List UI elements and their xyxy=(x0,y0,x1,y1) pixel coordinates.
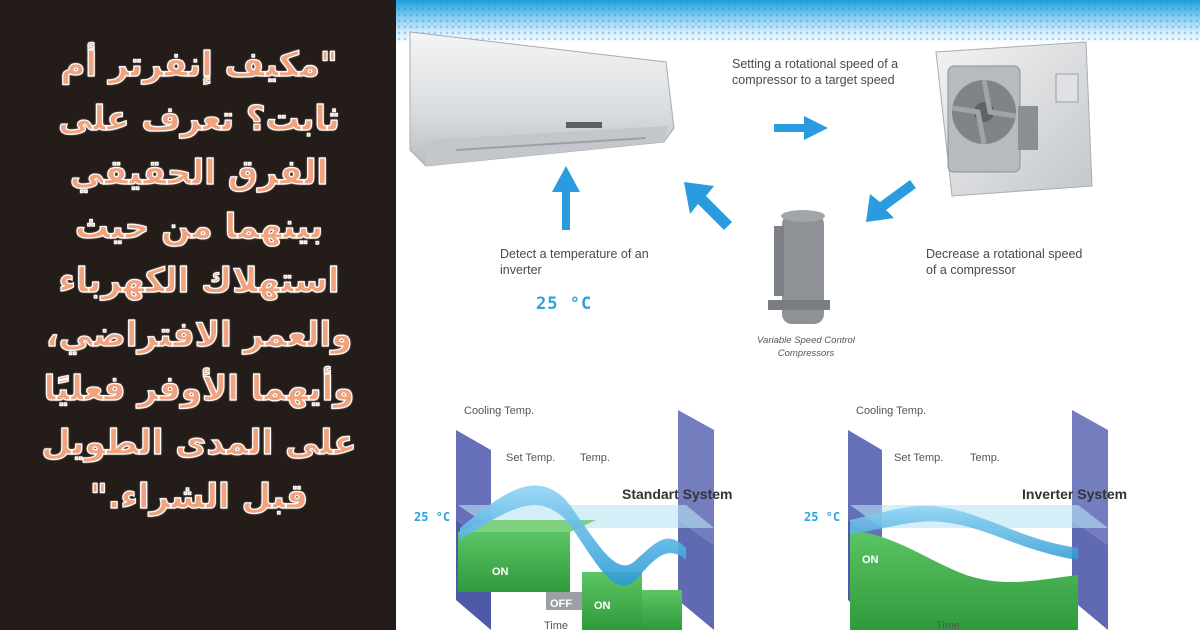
inverter-set-temp-label: Set Temp. xyxy=(894,452,944,464)
inverter-time-label: Time xyxy=(936,620,961,630)
standard-system-chart xyxy=(456,410,714,630)
headline-text: "مكيف إنفرتر أم ثابت؟ تعرف على الفرق الح… xyxy=(41,44,357,517)
setting-speed-caption: Setting a rotational speed of a compress… xyxy=(732,57,899,87)
flow-arrows xyxy=(552,116,916,230)
compressor-icon xyxy=(768,210,830,324)
standard-off-label: OFF xyxy=(550,598,572,610)
standard-system-title: Standart System xyxy=(622,486,733,502)
inverter-system-title: Inverter System xyxy=(1022,486,1128,502)
detect-temperature-caption: Detect a temperature of an inverter xyxy=(500,247,649,277)
top-dot-pattern xyxy=(396,0,1200,40)
standard-time-label: Time xyxy=(544,620,569,630)
standard-cooling-temp-label: Cooling Temp. xyxy=(464,405,535,417)
inverter-temp-label: Temp. xyxy=(970,452,1000,464)
inverter-cooling-temp-label: Cooling Temp. xyxy=(856,405,927,417)
inverter-on-label: ON xyxy=(862,554,879,566)
arrow-up-left-icon xyxy=(684,182,732,230)
standard-on-label-2: ON xyxy=(594,600,611,612)
outdoor-ac-unit-icon xyxy=(935,41,1093,197)
standard-axis-temp: 25 °C xyxy=(414,510,451,524)
decrease-speed-caption: Decrease a rotational speed of a compres… xyxy=(926,247,1083,277)
indoor-ac-unit-icon xyxy=(409,31,675,167)
standard-set-temp-label: Set Temp. xyxy=(506,452,556,464)
inverter-system-chart xyxy=(848,410,1108,630)
arrow-right-icon xyxy=(774,116,828,140)
top-gradient-band xyxy=(396,0,1200,44)
arrow-up-icon xyxy=(552,166,580,230)
arrow-down-left-icon xyxy=(866,180,916,222)
compressor-label: Variable Speed Control Compressors xyxy=(757,335,855,359)
headline-panel: "مكيف إنفرتر أم ثابت؟ تعرف على الفرق الح… xyxy=(0,0,396,630)
inverter-axis-temp: 25 °C xyxy=(804,510,841,524)
standard-on-label-1: ON xyxy=(492,566,509,578)
diagram-graphics xyxy=(409,31,1108,630)
temperature-readout: 25 °C xyxy=(536,294,593,314)
inverter-diagram-panel: Setting a rotational speed of a compress… xyxy=(396,0,1200,630)
standard-temp-label: Temp. xyxy=(580,452,610,464)
